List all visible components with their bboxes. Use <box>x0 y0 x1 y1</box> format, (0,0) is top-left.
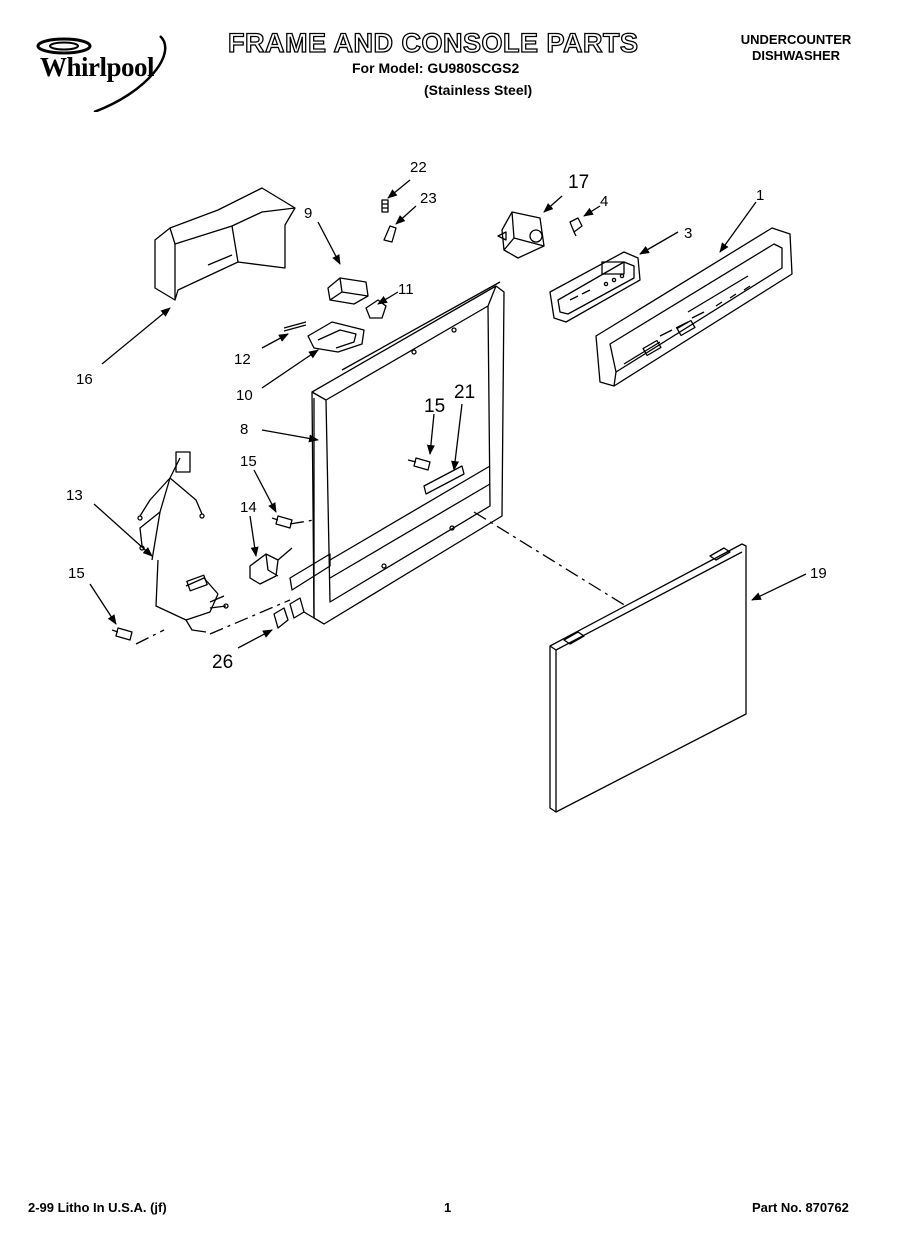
part-19-door-panel <box>549 543 747 813</box>
callout-8: 8 <box>240 421 248 438</box>
part-21-strip <box>423 465 465 495</box>
part-4-clip <box>569 217 583 237</box>
callout-10: 10 <box>236 387 253 404</box>
part-15-screw-a <box>407 457 431 471</box>
part-17-control <box>497 211 545 259</box>
callout-21: 21 <box>454 382 475 403</box>
leader-arrows <box>89 179 807 649</box>
part-12-pin <box>283 321 307 332</box>
callout-3: 3 <box>684 225 692 242</box>
assembly-lines <box>135 511 627 645</box>
product-line-2: DISHWASHER <box>751 48 841 63</box>
part-16-cover <box>154 187 296 301</box>
part-15-screw-c <box>111 627 133 641</box>
brand-wordmark: Whirlpool <box>40 52 155 82</box>
part-22-spring <box>381 199 389 213</box>
brand-logo <box>28 32 188 114</box>
finish-line: (Stainless Steel) <box>424 82 533 98</box>
callout-1: 1 <box>756 187 764 204</box>
callout-9: 9 <box>304 205 312 222</box>
callout-15-mid: 15 <box>240 453 257 470</box>
part-14-switch <box>249 547 293 585</box>
product-type: UNDERCOUNTER DISHWASHER <box>706 32 886 64</box>
callout-13: 13 <box>66 487 83 504</box>
part-15-screw-b <box>271 515 293 529</box>
part-1-console <box>595 227 793 387</box>
callout-4: 4 <box>600 193 608 210</box>
part-23-clip <box>383 225 397 243</box>
part-9-latch <box>327 277 369 305</box>
model-line: For Model: GU980SCGS2 <box>352 60 520 76</box>
footer-part-number: Part No. 870762 <box>752 1200 849 1215</box>
part-3-display <box>549 251 641 323</box>
callout-14: 14 <box>240 499 257 516</box>
callout-12: 12 <box>234 351 251 368</box>
part-8-frame <box>289 281 505 625</box>
callout-11: 11 <box>398 281 414 298</box>
part-11-switch <box>365 299 387 319</box>
part-10-bracket <box>307 321 365 353</box>
brand-swirl-icon <box>36 35 167 114</box>
footer-litho: 2-99 Litho In U.S.A. (jf) <box>28 1200 167 1215</box>
part-26-clip <box>273 607 289 629</box>
page-title: FRAME AND CONSOLE PARTS <box>227 27 639 58</box>
callout-26: 26 <box>212 652 233 673</box>
callout-19: 19 <box>810 565 827 582</box>
callout-23: 23 <box>420 190 437 207</box>
callout-labels: 22 23 9 11 12 10 16 8 15 21 15 14 13 15 … <box>66 159 827 673</box>
callout-17: 17 <box>568 172 589 193</box>
callout-16: 16 <box>76 371 93 388</box>
product-line-1: UNDERCOUNTER <box>740 32 852 47</box>
footer-page-number: 1 <box>444 1200 452 1215</box>
callout-15-low: 15 <box>68 565 85 582</box>
callout-22: 22 <box>410 159 427 176</box>
callout-15-top: 15 <box>424 396 445 417</box>
part-13-harness <box>137 451 229 633</box>
